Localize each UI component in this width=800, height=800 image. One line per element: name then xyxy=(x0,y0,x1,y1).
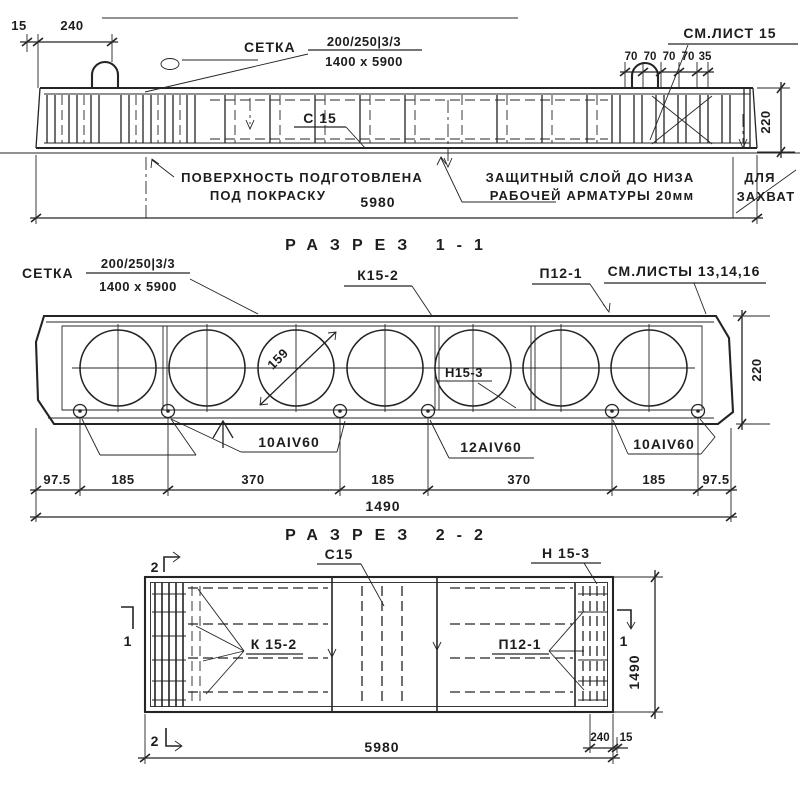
see-sheets-callout: СМ.ЛИСТЫ 13,14,16 xyxy=(604,263,766,315)
surface-note: ПОВЕРХНОСТЬ ПОДГОТОВЛЕНА ПОД ПОКРАСКУ xyxy=(145,157,423,219)
dim-97-5-right: 97.5 xyxy=(702,472,729,487)
plan-p12-1-callout: П12-1 xyxy=(492,610,585,691)
lifting-loops xyxy=(90,58,660,88)
dim-97-5-left: 97.5 xyxy=(43,472,70,487)
cut-2-label: 2 xyxy=(151,733,160,749)
dim-70-label-1: 70 xyxy=(625,51,638,63)
plan-dim-width-label: 1490 xyxy=(626,654,642,689)
dim-15-label: 15 xyxy=(11,18,26,33)
dim-total-width-label: 1490 xyxy=(365,498,400,514)
dim-height-label: 220 xyxy=(758,110,773,133)
cover-note: ЗАЩИТНЫЙ СЛОЙ ДО НИЗА РАБОЧЕЙ АРМАТУРЫ 2… xyxy=(436,156,695,203)
elevation-mesh-callout: СЕТКА 200/250|3/3 1400 x 5900 xyxy=(144,34,422,93)
grip-note-line1: ДЛЯ xyxy=(744,170,775,185)
elevation-dim-top-right: 70 70 70 70 35 xyxy=(619,51,714,88)
mesh-spec-denominator: 1400 x 5900 xyxy=(99,279,177,294)
section1-dim-chain: 97.5 185 370 185 370 185 97.5 1490 xyxy=(30,418,737,522)
bar-labels: 10АIV60 12АIV60 10АIV60 xyxy=(81,418,716,459)
mesh-word: СЕТКА xyxy=(244,39,296,55)
elevation-dim-length: 5980 xyxy=(30,155,763,224)
n15-3-callout: Н15-3 xyxy=(436,365,517,409)
void-circles xyxy=(72,324,695,412)
section1-title: РАЗРЕЗ 1-1 xyxy=(285,237,495,254)
c15-label: С 15 xyxy=(303,110,337,126)
dim-370-1: 370 xyxy=(241,472,264,487)
plan-reinforcement xyxy=(152,577,608,712)
mesh-spec-numerator: 200/250|3/3 xyxy=(327,34,401,49)
bar-label-right: 10АIV60 xyxy=(633,436,694,452)
grip-note: ДЛЯ ЗАХВАТ xyxy=(732,157,797,218)
n15-3-label: Н 15-3 xyxy=(542,545,590,561)
section-2-2-view: РАЗРЕЗ 2-2 С15 Н 15-3 xyxy=(121,527,663,764)
elevation-reinforcement xyxy=(46,88,751,169)
plan-dim-width: 1490 xyxy=(613,570,663,719)
p12-1-callout: П12-1 xyxy=(532,265,611,314)
dim-35-label: 35 xyxy=(699,51,712,63)
plan-dim-length-label: 5980 xyxy=(364,739,399,755)
dim-length-label: 5980 xyxy=(360,194,395,210)
n15-3-label: Н15-3 xyxy=(445,365,483,380)
cover-note-line2: РАБОЧЕЙ АРМАТУРЫ 20мм xyxy=(490,188,695,203)
plan-n15-3-callout: Н 15-3 xyxy=(531,545,601,585)
cut-2-label: 2 xyxy=(151,559,160,575)
elevation-panel-outline xyxy=(0,86,800,154)
plan-c15-callout: С15 xyxy=(317,546,385,607)
bar-label-left: 10АIV60 xyxy=(258,434,319,450)
c15-callout: С 15 xyxy=(294,110,367,150)
cut-1-label: 1 xyxy=(124,633,133,649)
dim-70-label-3: 70 xyxy=(663,51,676,63)
c15-label: С15 xyxy=(325,546,354,562)
k15-2-label: К15-2 xyxy=(357,267,399,283)
loop-anchor-symbol xyxy=(160,58,180,70)
cut-1-label: 1 xyxy=(620,633,629,649)
section1-dim-height: 220 xyxy=(733,310,770,430)
mesh-word: СЕТКА xyxy=(22,265,74,281)
cut-mark-1-right: 1 xyxy=(617,609,636,649)
dim-70-label-4: 70 xyxy=(682,51,695,63)
bar-label-mid: 12АIV60 xyxy=(460,439,521,455)
elevation-view: 15 240 СЕТКА 200/250|3/3 1400 x 5900 СМ.… xyxy=(0,18,800,224)
dim-height-label: 220 xyxy=(749,358,764,381)
plan-dim-15-label: 15 xyxy=(620,732,633,744)
anchor-inserts xyxy=(72,403,706,419)
k15-2-callout: К15-2 xyxy=(344,267,433,317)
surface-note-line2: ПОД ПОКРАСКУ xyxy=(210,188,326,203)
mesh-spec-denominator: 1400 x 5900 xyxy=(325,54,403,69)
see-sheets-note: СМ.ЛИСТЫ 13,14,16 xyxy=(608,263,761,279)
see-sheet-note: СМ.ЛИСТ 15 xyxy=(683,25,776,41)
section1-mesh-callout: СЕТКА 200/250|3/3 1400 x 5900 xyxy=(22,256,259,315)
section-1-1-view: РАЗРЕЗ 1-1 СЕТКА 200/250|3/3 1400 x 5900… xyxy=(22,237,770,522)
dim-185-3: 185 xyxy=(642,472,665,487)
dim-185-1: 185 xyxy=(111,472,134,487)
p12-1-label: П12-1 xyxy=(498,636,541,652)
see-sheet-callout: СМ.ЛИСТ 15 xyxy=(649,25,798,141)
dim-70-label-2: 70 xyxy=(644,51,657,63)
plan-dim-end: 240 15 xyxy=(583,714,633,753)
plan-outline xyxy=(143,575,615,714)
cut-mark-1-left: 1 xyxy=(121,606,134,649)
p12-1-label: П12-1 xyxy=(539,265,582,281)
k15-2-label: К 15-2 xyxy=(251,636,297,652)
cut-mark-2-bottom: 2 xyxy=(151,728,183,752)
dim-370-2: 370 xyxy=(507,472,530,487)
surface-note-line1: ПОВЕРХНОСТЬ ПОДГОТОВЛЕНА xyxy=(181,170,423,185)
section2-title: РАЗРЕЗ 2-2 xyxy=(285,527,495,544)
section1-body-outline xyxy=(34,314,735,426)
up-arrow xyxy=(212,419,234,448)
elevation-dim-top-left: 15 240 xyxy=(11,18,118,88)
cover-note-line1: ЗАЩИТНЫЙ СЛОЙ ДО НИЗА xyxy=(486,170,695,185)
elevation-dim-height: 220 xyxy=(757,82,795,158)
plan-dim-240-label: 240 xyxy=(590,732,609,744)
mesh-spec-numerator: 200/250|3/3 xyxy=(101,256,175,271)
dim-240-label: 240 xyxy=(60,18,83,33)
grip-note-line2: ЗАХВАТ xyxy=(737,189,796,204)
cut-mark-2-top: 2 xyxy=(151,551,181,575)
dim-185-2: 185 xyxy=(371,472,394,487)
plan-k15-2-callout: К 15-2 xyxy=(195,588,303,695)
plan-dim-length: 5980 xyxy=(138,714,620,764)
